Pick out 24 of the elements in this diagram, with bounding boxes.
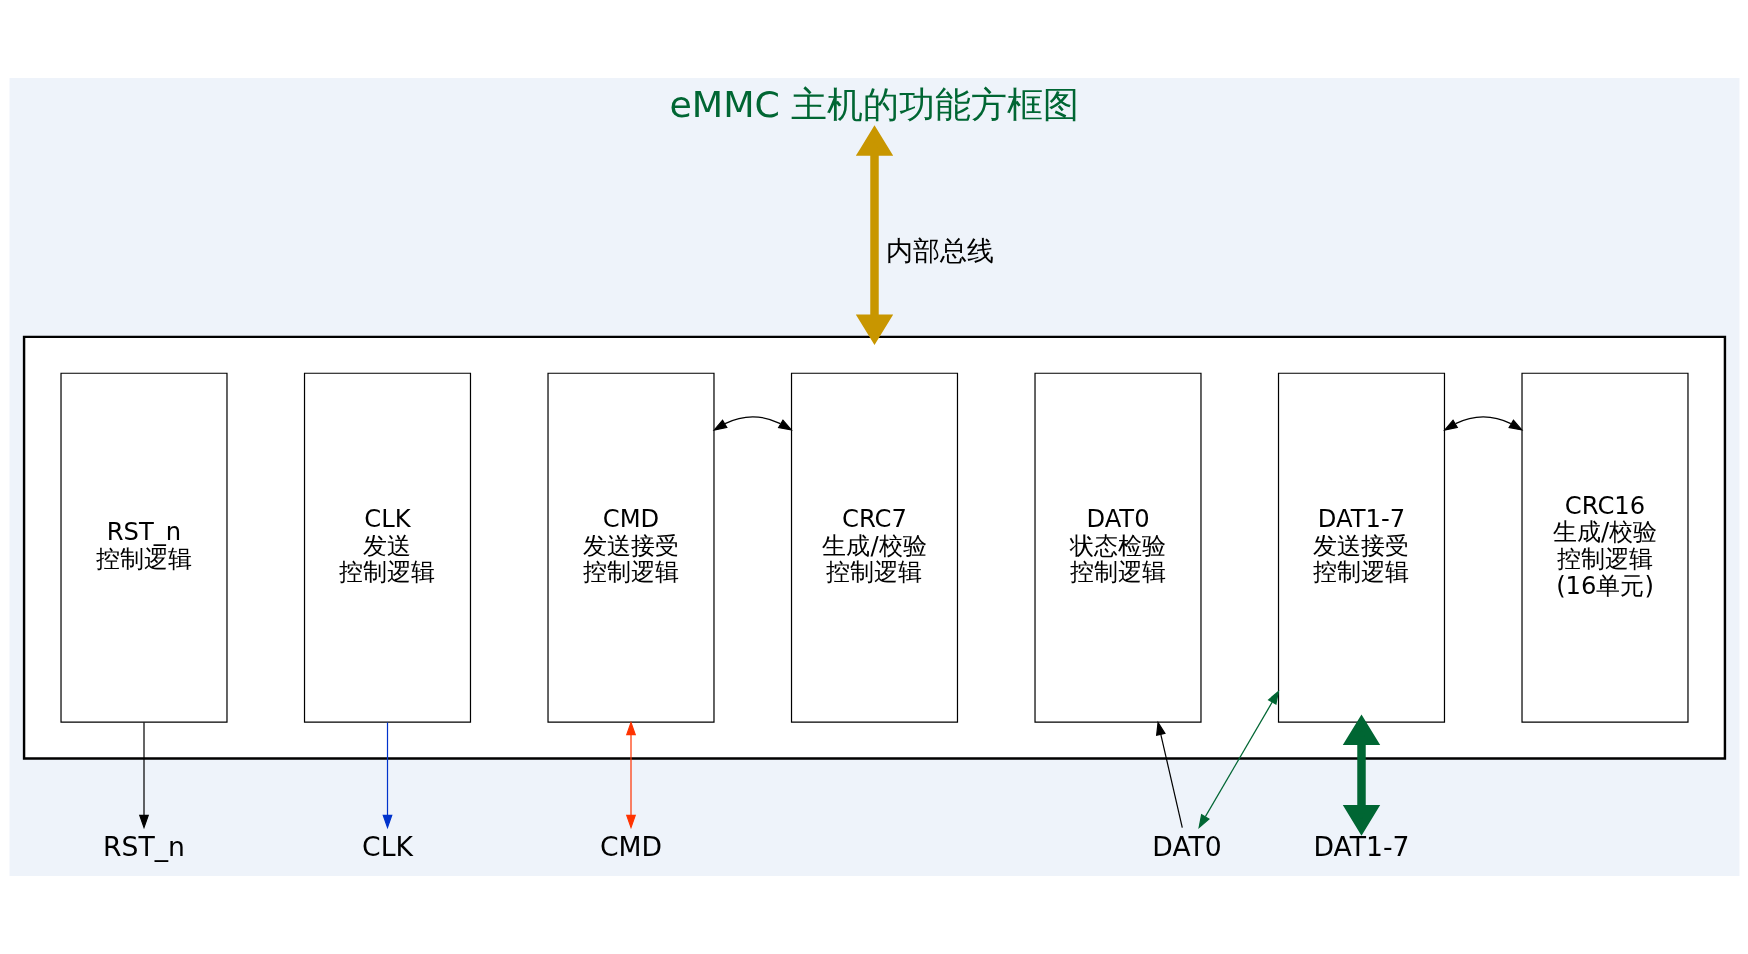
arrow bbox=[1197, 689, 1279, 829]
arrow bbox=[1155, 720, 1183, 829]
node-box: CMD 发送接受 控制逻辑 bbox=[546, 372, 715, 723]
arrow bbox=[138, 721, 149, 830]
node-box: DAT1-7 发送接受 控制逻辑 bbox=[1277, 372, 1445, 723]
node-text: CMD bbox=[599, 831, 662, 863]
arrow bbox=[1342, 714, 1380, 836]
node-box: RST_n 控制逻辑 bbox=[59, 372, 228, 723]
node-box: CRC7 生成/校验 控制逻辑 bbox=[790, 372, 958, 723]
node-text: CLK bbox=[361, 831, 413, 863]
node-box: CLK 发送 控制逻辑 bbox=[303, 372, 471, 723]
node-box: DAT0 状态检验 控制逻辑 bbox=[1033, 372, 1202, 723]
node-box: CRC16 生成/校验 控制逻辑 (16单元) bbox=[1520, 372, 1689, 723]
cluster bbox=[22, 335, 1726, 760]
node-text: DAT0 bbox=[1151, 831, 1222, 863]
arrow bbox=[625, 720, 636, 830]
arrow bbox=[855, 125, 893, 346]
node-text: DAT1-7 bbox=[1313, 831, 1409, 863]
diagram-title: eMMC 主机的功能方框图 bbox=[669, 82, 1079, 126]
arrow bbox=[381, 721, 393, 830]
arrow bbox=[712, 416, 793, 431]
node-text: RST_n bbox=[102, 831, 185, 863]
edge-label: 内部总线 bbox=[885, 235, 994, 267]
arrow bbox=[1442, 416, 1523, 431]
